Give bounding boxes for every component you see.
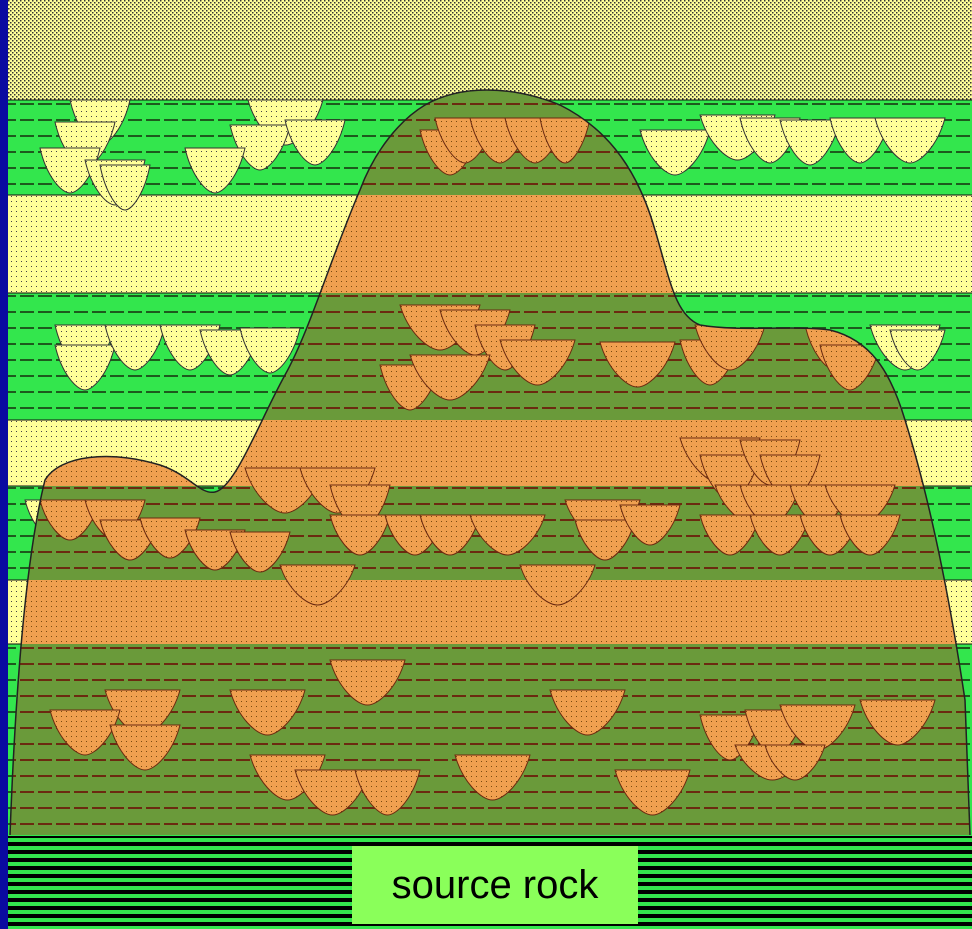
top-sand-layer xyxy=(8,0,972,100)
source-rock-label: source rock xyxy=(352,846,638,924)
